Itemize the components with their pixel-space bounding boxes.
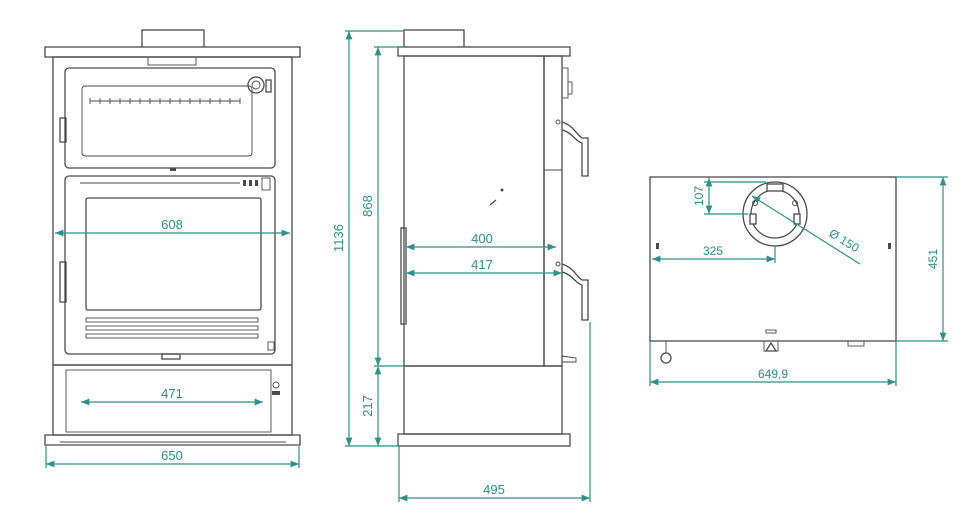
air-vent-1: [85, 317, 259, 323]
side-mark-1: [489, 199, 497, 206]
dim-label-417: 417: [471, 257, 493, 272]
side-door-foot: [561, 355, 577, 363]
air-vent-2: [85, 325, 259, 331]
front-top-handle: [147, 56, 197, 66]
side-hinge-pin-2: [555, 261, 561, 267]
side-flue-pipe: [403, 29, 465, 49]
door-lock: [267, 341, 275, 351]
front-view: 608 471 650: [44, 29, 301, 468]
oven-latch: [265, 79, 272, 93]
side-oven-handle: [561, 121, 589, 177]
front-flue-pipe: [141, 29, 205, 49]
dim-label-6499: 649,9: [758, 367, 788, 381]
plan-mark-left: [656, 243, 659, 249]
oven-door-pin: [170, 168, 176, 171]
dim-line-diameter: [751, 195, 861, 265]
plan-front-triangle: [764, 341, 778, 352]
side-thermo-cap: [567, 81, 573, 95]
dim-label-1136: 1136: [331, 224, 346, 252]
dim-label-868: 868: [360, 195, 375, 217]
thermometer-dial-inner: [251, 80, 261, 90]
base-screw: [272, 381, 280, 389]
dim-label-608: 608: [161, 217, 183, 232]
oven-hinge: [59, 117, 67, 143]
dim-label-107: 107: [692, 186, 706, 206]
side-top-plate: [397, 46, 571, 57]
firebox-glass: [85, 197, 262, 311]
oven-door: [64, 67, 276, 169]
side-plinth: [397, 433, 571, 447]
flue-collar-inner: [750, 189, 800, 239]
flue-bolt-right: [792, 200, 798, 206]
dim-label-650: 650: [161, 448, 183, 463]
flue-tab-left: [749, 213, 757, 225]
dim-label-325: 325: [703, 244, 723, 258]
thermometer-dial: [247, 76, 265, 94]
side-firebox-handle: [561, 263, 589, 321]
side-mark-2: [500, 188, 504, 192]
plan-slot: [765, 329, 777, 334]
front-top-plate: [44, 46, 301, 58]
control-knob-2: [249, 180, 252, 186]
air-control: [261, 177, 271, 191]
side-view: 1136 868 217 400 417 495: [331, 29, 591, 502]
dim-label-diameter: Ø 150: [827, 226, 862, 255]
firebox-hinge: [59, 261, 67, 303]
dim-label-400: 400: [471, 231, 493, 246]
side-hinge-pin-1: [555, 119, 561, 125]
dim-label-471: 471: [161, 386, 183, 401]
control-knob-1: [243, 180, 246, 186]
dim-label-451: 451: [926, 249, 940, 269]
side-body: [403, 55, 545, 367]
flue-tab-top: [766, 183, 784, 192]
side-front-panel: [543, 55, 563, 367]
plan-view: 107 325 Ø 150 451 649,9: [649, 176, 948, 386]
plan-knob: [660, 352, 672, 364]
front-plinth: [44, 434, 301, 446]
side-thermo: [561, 67, 569, 99]
ash-drawer: [65, 369, 272, 433]
oven-rack-bars: [89, 98, 241, 104]
firebox-door: [64, 175, 276, 355]
plan-front-foot: [847, 340, 865, 347]
dim-label-495: 495: [483, 482, 505, 497]
plan-front-tab: [763, 341, 779, 352]
control-knob-3: [255, 180, 258, 186]
plan-mark-right: [888, 243, 891, 249]
dim-label-217: 217: [360, 395, 375, 417]
door-handle-bottom: [161, 353, 181, 360]
air-vent-3: [85, 333, 259, 339]
front-body: [52, 56, 293, 366]
plan-outline: [649, 176, 897, 342]
oven-window: [81, 85, 253, 157]
base-logo: [272, 391, 280, 395]
side-base: [403, 365, 563, 435]
